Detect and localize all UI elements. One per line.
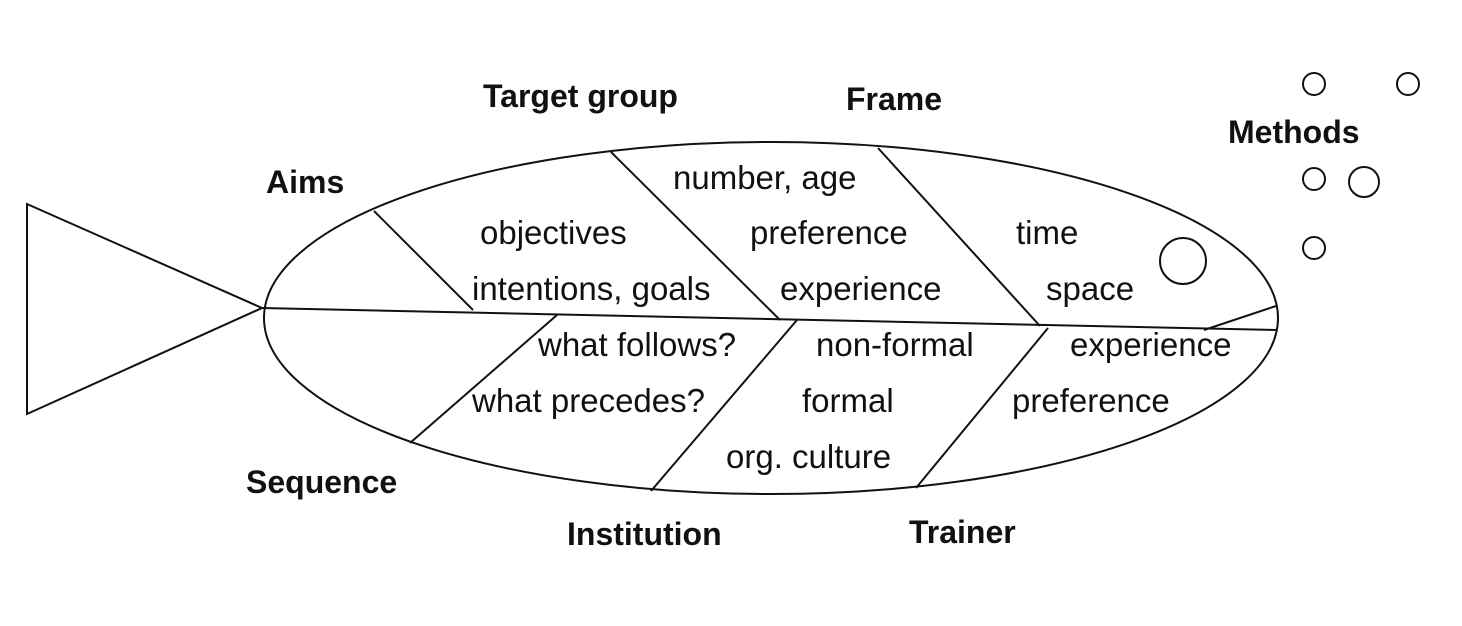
institution-item: formal <box>802 382 894 419</box>
bubble-icon <box>1302 236 1326 260</box>
target-group-item: number, age <box>673 159 856 196</box>
target-group-item: experience <box>780 270 941 307</box>
category-label-target-group: Target group <box>483 78 678 114</box>
aims-item: objectives <box>480 214 627 251</box>
sequence-item: what follows? <box>537 326 736 363</box>
trainer-item: experience <box>1070 326 1231 363</box>
target-group-item: preference <box>750 214 908 251</box>
category-label-aims: Aims <box>266 164 344 200</box>
bubble-icon <box>1348 166 1380 198</box>
bubble-icon <box>1302 167 1326 191</box>
fish-tail <box>26 202 265 416</box>
fish-body <box>263 141 1279 495</box>
aims-item: intentions, goals <box>472 270 711 307</box>
category-label-frame: Frame <box>846 81 942 117</box>
rib-aims <box>373 210 474 311</box>
rib-methods <box>1203 305 1277 331</box>
bubble-icon <box>1302 72 1326 96</box>
category-label-institution: Institution <box>567 516 722 552</box>
institution-item: org. culture <box>726 438 891 475</box>
rib-sequence <box>409 314 558 444</box>
rib-frame <box>877 147 1041 327</box>
category-label-sequence: Sequence <box>246 464 397 500</box>
category-label-methods: Methods <box>1228 114 1360 150</box>
category-label-trainer: Trainer <box>909 514 1016 550</box>
frame-item: time <box>1016 214 1078 251</box>
rib-trainer <box>915 327 1049 489</box>
fish-spine <box>261 307 1277 331</box>
rib-institution <box>650 319 798 492</box>
bubble-icon <box>1396 72 1420 96</box>
trainer-item: preference <box>1012 382 1170 419</box>
fish-eye <box>1159 237 1207 285</box>
frame-item: space <box>1046 270 1134 307</box>
rib-target-group <box>610 151 781 321</box>
sequence-item: what precedes? <box>471 382 705 419</box>
institution-item: non-formal <box>816 326 974 363</box>
